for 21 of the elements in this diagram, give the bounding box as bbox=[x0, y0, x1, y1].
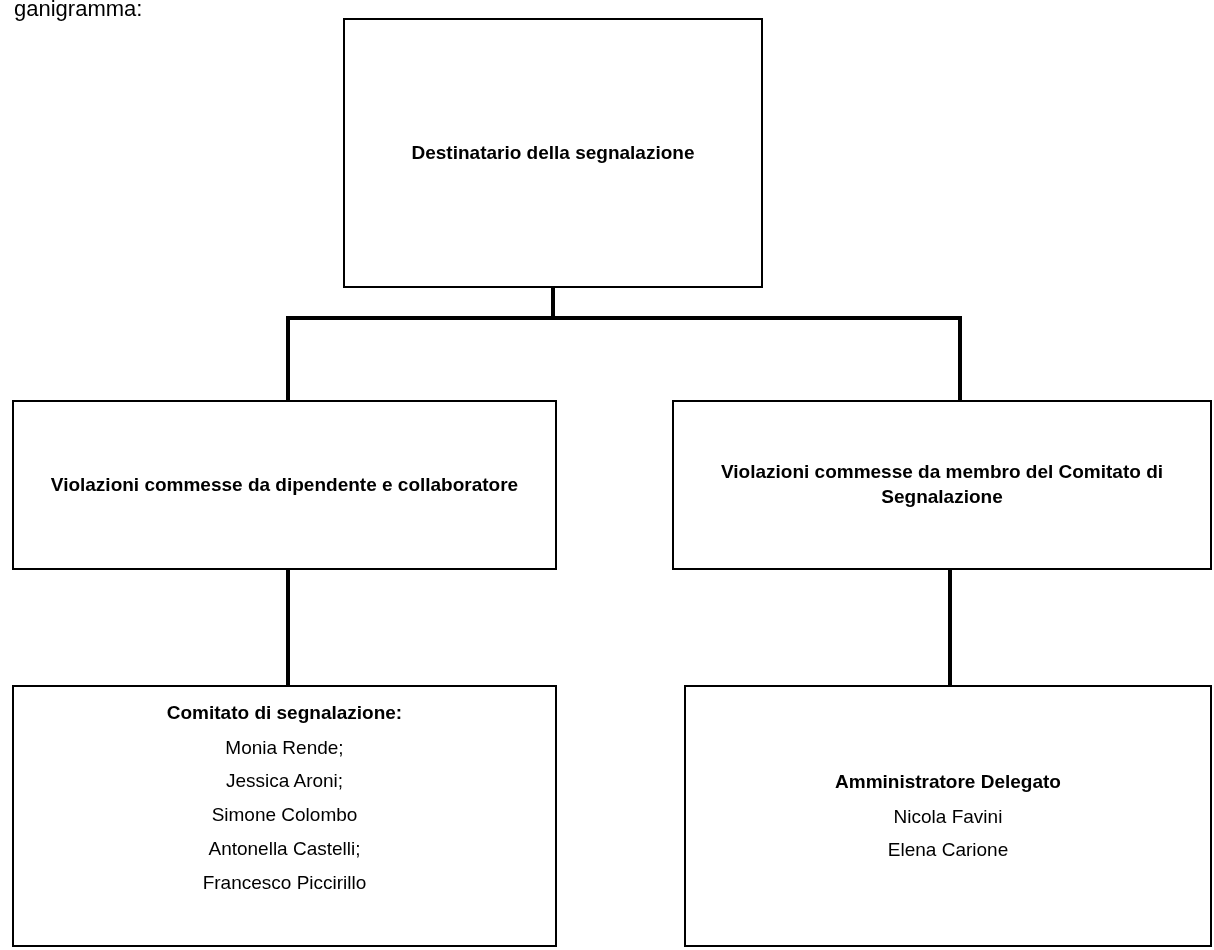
person-name: Francesco Piccirillo bbox=[202, 870, 367, 895]
person-name: Nicola Favini bbox=[893, 804, 1003, 829]
box-heading: Comitato di segnalazione: bbox=[166, 701, 403, 725]
box-heading: Violazioni commesse da dipendente e collaboratore bbox=[50, 472, 519, 497]
org-box bbox=[12, 685, 557, 947]
box-heading: Violazioni commesse da membro del Comitato di Segnalazione bbox=[720, 460, 1164, 509]
box-heading: Destinatario della segnalazione bbox=[411, 140, 695, 165]
connector-line bbox=[551, 288, 962, 400]
org-box bbox=[12, 400, 557, 570]
person-name: Simone Colombo bbox=[211, 803, 358, 827]
connector-line bbox=[286, 570, 290, 685]
box-heading: Amministratore Delegato bbox=[835, 769, 1061, 794]
person-name: Elena Carione bbox=[887, 838, 1009, 863]
org-box bbox=[672, 400, 1212, 570]
person-name: Jessica Aroni; bbox=[225, 769, 344, 794]
org-box bbox=[343, 18, 763, 288]
person-name: Antonella Castelli; bbox=[208, 836, 361, 861]
person-name: Monia Rende; bbox=[225, 735, 344, 760]
connector-line bbox=[948, 570, 952, 685]
diagram-title: ganigramma: bbox=[14, 0, 143, 22]
org-box bbox=[684, 685, 1212, 947]
